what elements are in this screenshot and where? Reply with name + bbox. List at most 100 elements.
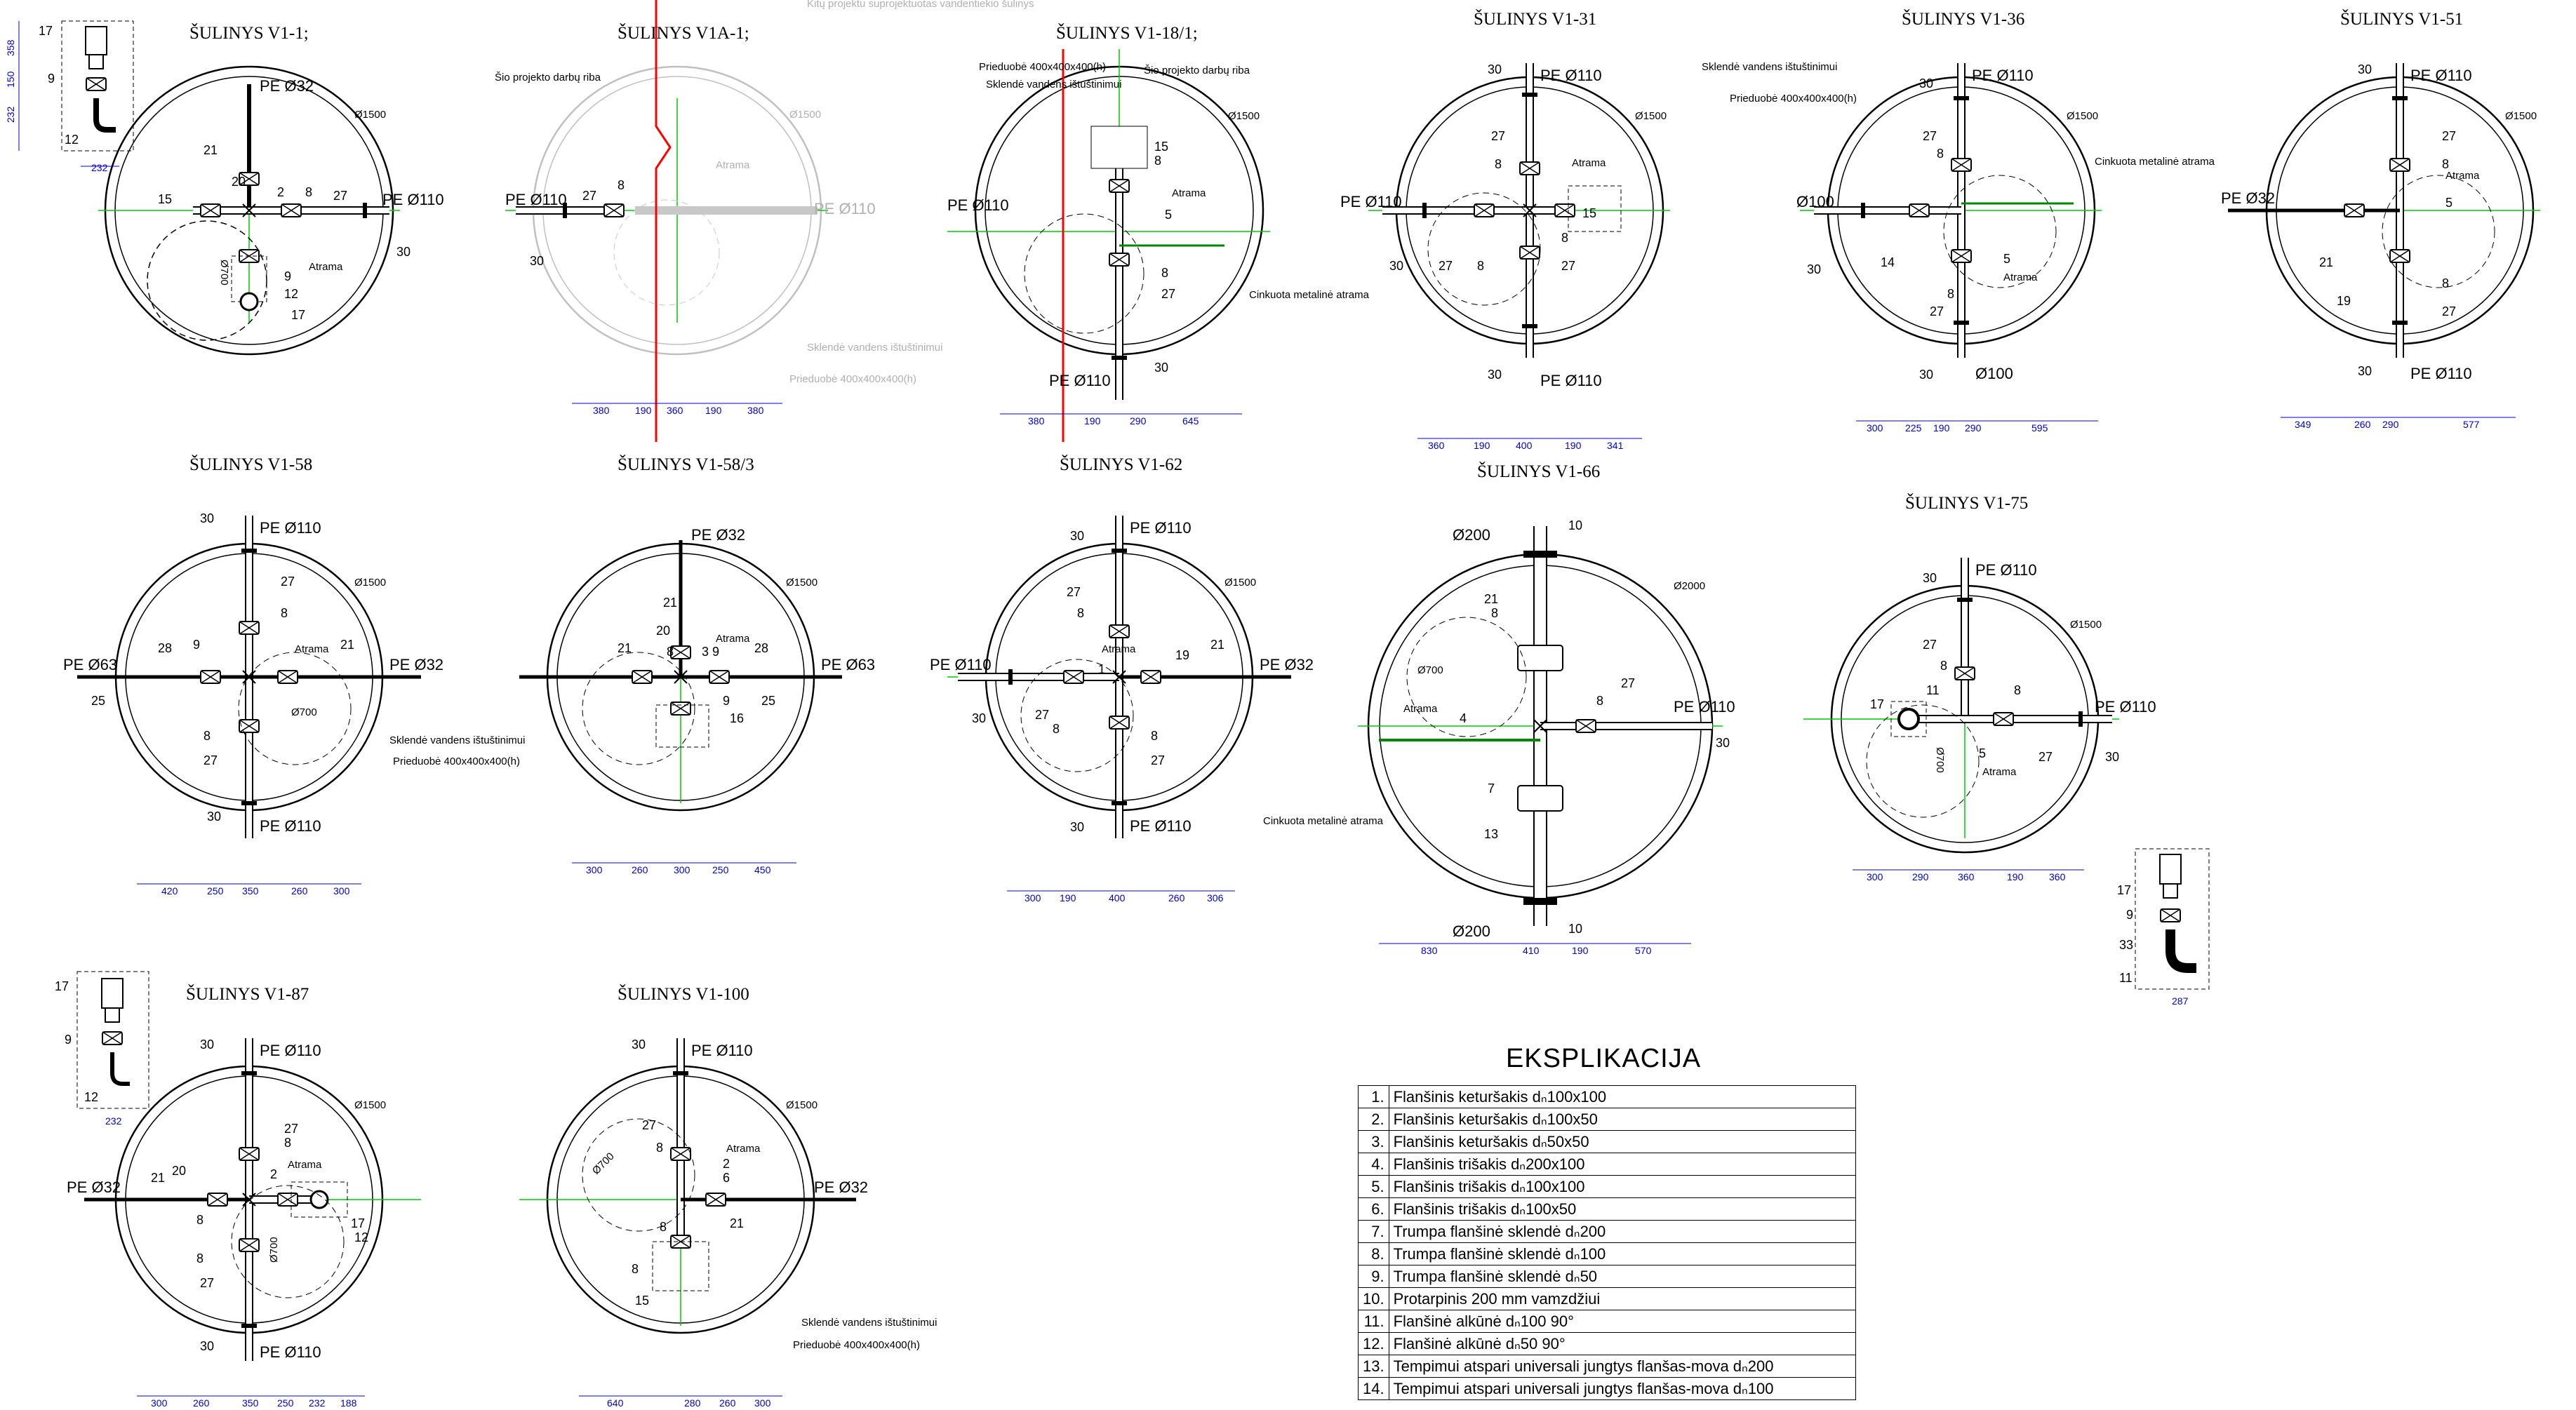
legend-row-text: Flanšinis trišakis dₙ100x100 bbox=[1388, 1175, 1857, 1198]
note: Cinkuota metalinė atrama bbox=[1263, 815, 1384, 827]
legend-row-text: Flanšinis keturšakis dₙ100x50 bbox=[1388, 1108, 1857, 1131]
svg-text:21: 21 bbox=[1210, 638, 1224, 652]
svg-text:8: 8 bbox=[618, 178, 625, 192]
svg-text:12: 12 bbox=[284, 287, 298, 301]
svg-text:8: 8 bbox=[2014, 683, 2021, 697]
note: Sklendė vandens ištuštinimui bbox=[389, 734, 525, 746]
svg-text:8: 8 bbox=[656, 1141, 663, 1155]
svg-text:300: 300 bbox=[674, 864, 690, 875]
svg-text:20: 20 bbox=[656, 624, 670, 638]
pipe-label: PE Ø110 bbox=[2410, 365, 2472, 382]
svg-text:17: 17 bbox=[2117, 883, 2131, 897]
svg-text:7: 7 bbox=[1488, 781, 1495, 795]
svg-text:30: 30 bbox=[1488, 62, 1502, 76]
svg-text:8: 8 bbox=[1154, 154, 1161, 168]
legend-row-number: 10. bbox=[1358, 1287, 1389, 1310]
svg-text:3: 3 bbox=[702, 645, 709, 659]
note: Prieduobė 400x400x400(h) bbox=[393, 756, 520, 767]
legend-row-number: 1. bbox=[1358, 1085, 1389, 1108]
legend-row: 3.Flanšinis keturšakis dₙ50x50 bbox=[1358, 1130, 1857, 1153]
svg-text:21: 21 bbox=[730, 1216, 744, 1230]
svg-text:8: 8 bbox=[284, 1136, 291, 1150]
well-title: ŠULINYS V1-31 bbox=[1474, 8, 1596, 29]
svg-text:300: 300 bbox=[1867, 871, 1883, 882]
pipe-label: PE Ø110 bbox=[505, 191, 567, 208]
svg-text:30: 30 bbox=[2358, 364, 2372, 378]
pipe-label: PE Ø63 bbox=[821, 656, 875, 673]
svg-text:30: 30 bbox=[200, 511, 214, 525]
legend-row-text: Flanšinė alkūnė dₙ50 90° bbox=[1388, 1332, 1857, 1355]
svg-text:190: 190 bbox=[1084, 415, 1101, 427]
well-v1-1: ŠULINYS V1-1; PE Ø32 PE Ø110 Ø1500 Atram… bbox=[98, 22, 444, 356]
svg-text:250: 250 bbox=[712, 864, 729, 875]
svg-text:6: 6 bbox=[723, 1171, 730, 1185]
pipe-label: PE Ø32 bbox=[814, 1179, 868, 1196]
svg-text:30: 30 bbox=[207, 810, 221, 824]
svg-text:9: 9 bbox=[2126, 908, 2133, 922]
pipe-label: PE Ø110 bbox=[260, 1343, 321, 1361]
well-v1-75: ŠULINYS V1-75 PE Ø110 PE Ø110 Ø1500 Atra… bbox=[1803, 492, 2156, 882]
svg-text:30: 30 bbox=[1923, 571, 1937, 585]
legend-row-number: 13. bbox=[1358, 1355, 1389, 1378]
diameter-label: Ø1500 bbox=[786, 577, 817, 589]
svg-text:27: 27 bbox=[582, 189, 596, 203]
legend-row-number: 6. bbox=[1358, 1197, 1389, 1221]
well-v1-51: ŠULINYS V1-51 PE Ø110 PE Ø32 PE Ø110 Ø15… bbox=[2221, 8, 2540, 430]
svg-text:8: 8 bbox=[632, 1262, 639, 1276]
pipe-label: PE Ø110 bbox=[1049, 372, 1111, 389]
svg-text:360: 360 bbox=[2049, 871, 2066, 882]
support-label: Atrama bbox=[2003, 271, 2038, 283]
note: Prieduobė 400x400x400(h) bbox=[979, 61, 1106, 73]
svg-text:30: 30 bbox=[200, 1339, 214, 1353]
svg-text:21: 21 bbox=[663, 596, 677, 610]
pipe-label: Ø200 bbox=[1453, 526, 1490, 544]
svg-text:8: 8 bbox=[1053, 722, 1060, 736]
diameter-label: Ø1500 bbox=[1635, 110, 1667, 122]
diameter-label: Ø1500 bbox=[1224, 577, 1256, 589]
legend-row-text: Flanšinis trišakis dₙ200x100 bbox=[1388, 1153, 1857, 1176]
support-label: Atrama bbox=[726, 1143, 761, 1155]
well-v1-58: ŠULINYS V1-58 PE Ø110 PE Ø63 PE Ø32 PE Ø… bbox=[63, 454, 443, 897]
svg-text:30: 30 bbox=[1070, 529, 1084, 543]
svg-text:190: 190 bbox=[1474, 440, 1490, 451]
legend-row-text: Protarpinis 200 mm vamzdžiui bbox=[1388, 1287, 1857, 1310]
svg-text:25: 25 bbox=[761, 694, 775, 708]
svg-text:30: 30 bbox=[2358, 62, 2372, 76]
legend-row-text: Flanšinis keturšakis dₙ50x50 bbox=[1388, 1130, 1857, 1153]
well-title: ŠULINYS V1-62 bbox=[1060, 454, 1182, 474]
svg-text:17: 17 bbox=[1870, 697, 1884, 711]
svg-text:8: 8 bbox=[2442, 157, 2449, 171]
svg-text:17: 17 bbox=[291, 308, 305, 322]
svg-text:27: 27 bbox=[333, 189, 347, 203]
svg-text:9: 9 bbox=[284, 269, 291, 283]
support-label: Atrama bbox=[716, 633, 750, 645]
svg-text:8: 8 bbox=[667, 645, 674, 659]
legend-row: 2.Flanšinis keturšakis dₙ100x50 bbox=[1358, 1108, 1857, 1131]
svg-text:290: 290 bbox=[1130, 415, 1147, 427]
legend-row: 13.Tempimui atspari universali jungtys f… bbox=[1358, 1355, 1857, 1378]
legend-row: 6.Flanšinis trišakis dₙ100x50 bbox=[1358, 1197, 1857, 1221]
note: Cinkuota metalinė atrama bbox=[1249, 289, 1370, 301]
pipe-label: PE Ø110 bbox=[1540, 67, 1602, 84]
well-title: ŠULINYS V1-66 bbox=[1477, 461, 1600, 481]
pipe-label: PE Ø110 bbox=[260, 817, 321, 835]
svg-text:8: 8 bbox=[660, 1220, 667, 1234]
svg-text:21: 21 bbox=[618, 641, 632, 655]
legend-row-text: Flanšinis keturšakis dₙ100x100 bbox=[1388, 1085, 1857, 1108]
svg-text:27: 27 bbox=[1439, 259, 1453, 273]
svg-text:8: 8 bbox=[1561, 231, 1568, 245]
svg-text:8: 8 bbox=[1077, 606, 1084, 620]
svg-text:8: 8 bbox=[1151, 729, 1158, 743]
pipe-label: PE Ø32 bbox=[691, 526, 745, 544]
svg-text:20: 20 bbox=[232, 175, 246, 189]
svg-text:8: 8 bbox=[1940, 659, 1947, 673]
inner-label: Ø700 bbox=[218, 260, 230, 286]
svg-text:190: 190 bbox=[635, 405, 652, 416]
svg-text:287: 287 bbox=[2172, 995, 2189, 1007]
well-title: ŠULINYS V1-36 bbox=[1902, 8, 2024, 29]
note: Prieduobė 400x400x400(h) bbox=[793, 1339, 920, 1351]
svg-text:410: 410 bbox=[1523, 945, 1540, 956]
svg-text:5: 5 bbox=[1165, 208, 1172, 222]
pipe-label: PE Ø32 bbox=[1260, 656, 1314, 673]
support-label: Atrama bbox=[716, 159, 750, 171]
